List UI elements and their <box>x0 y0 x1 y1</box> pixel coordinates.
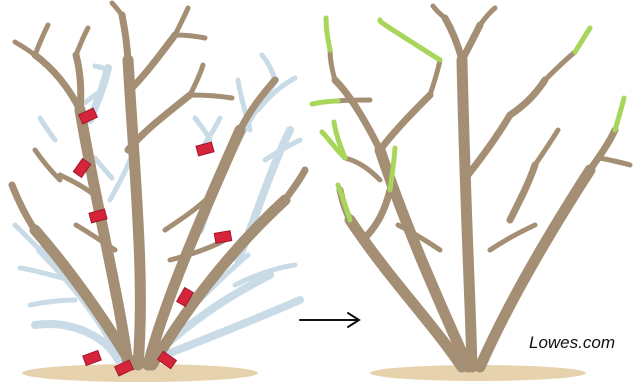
cut-mark <box>196 142 214 156</box>
right-arrow-icon <box>300 313 359 327</box>
source-credit: Lowes.com <box>529 333 615 353</box>
new-growth-tip <box>312 101 338 104</box>
new-growth-tip <box>380 20 440 60</box>
cut-mark <box>214 231 231 244</box>
before-pruning-shrub <box>12 3 305 382</box>
cut-mark <box>83 351 101 366</box>
after-pruning-shrub <box>312 6 630 381</box>
new-growth-tip <box>615 98 624 130</box>
new-growth-tip <box>575 28 590 52</box>
new-growth-tip <box>326 18 330 50</box>
pruned-branches <box>330 6 630 367</box>
